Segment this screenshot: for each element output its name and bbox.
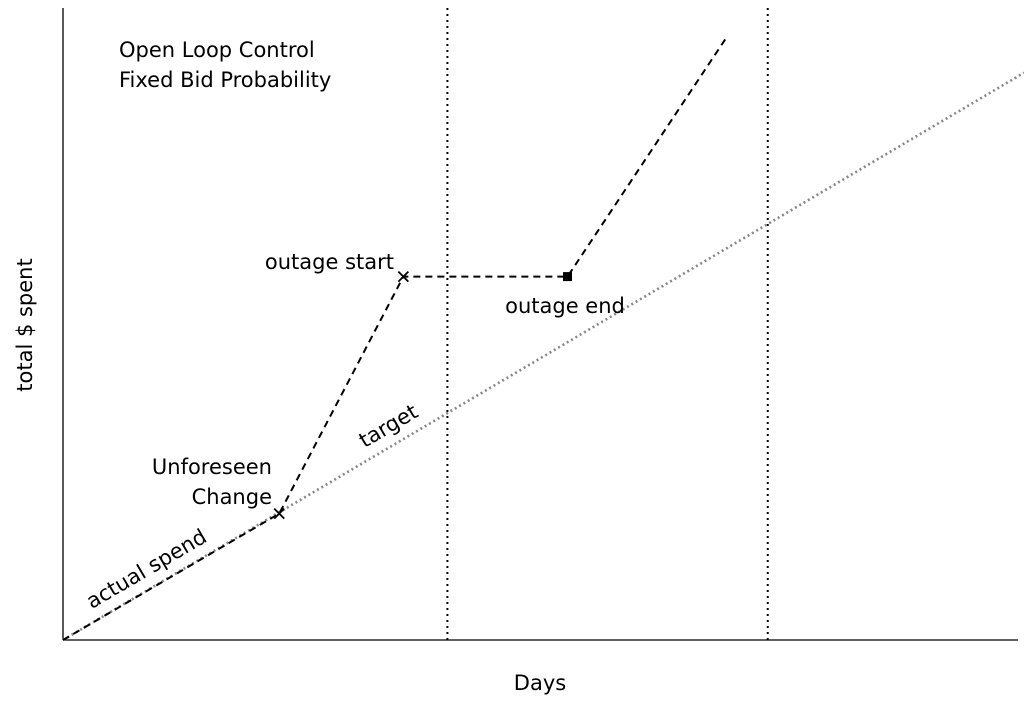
vertical-markers xyxy=(446,8,769,640)
target-label: target xyxy=(355,399,422,452)
annotation-unforeseen: Unforeseen xyxy=(152,455,272,479)
x-marker-1 xyxy=(273,507,285,520)
chart-title-line-1: Open Loop Control xyxy=(119,38,315,62)
series-layer xyxy=(62,35,1024,642)
annotation-outage-end: outage end xyxy=(505,294,625,318)
series-target-line xyxy=(62,71,1024,642)
chart-title-line-2: Fixed Bid Probability xyxy=(119,68,331,92)
annotation-change: Change xyxy=(192,485,272,509)
square-marker-3 xyxy=(563,272,573,282)
point-markers xyxy=(273,270,573,520)
x-marker-2 xyxy=(397,270,409,283)
actual-spend-label: actual spend xyxy=(82,524,211,613)
y-axis-label: total $ spent xyxy=(13,258,37,391)
annotation-outage-start: outage start xyxy=(265,250,394,274)
x-axis-label: Days xyxy=(514,671,566,695)
